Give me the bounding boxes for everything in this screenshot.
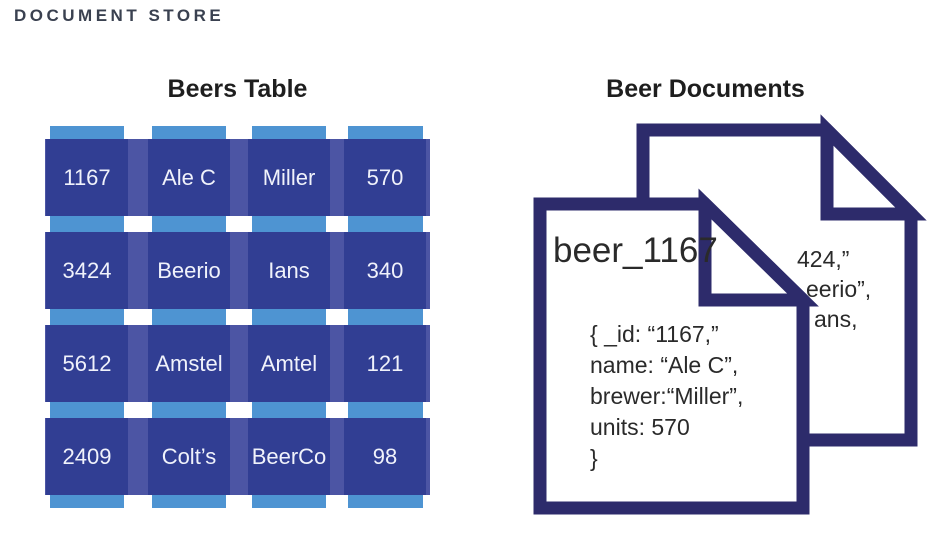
json-line: units: 570 <box>590 414 690 440</box>
table-cell: Beerio <box>148 232 230 309</box>
fragment-line: ans, <box>814 306 858 332</box>
table-cell: 2409 <box>46 418 128 495</box>
front-document-title: beer_1167 <box>553 231 718 270</box>
table-row: 1167 Ale C Miller 570 <box>45 139 430 216</box>
table-row: 5612 Amstel Amtel 121 <box>45 325 430 402</box>
table-cell: BeerCo <box>248 418 330 495</box>
table-cell: 121 <box>344 325 426 402</box>
table-cell: 340 <box>344 232 426 309</box>
beer-documents-heading: Beer Documents <box>606 75 805 103</box>
fragment-line: 424,” <box>797 246 850 272</box>
fragment-line: eerio”, <box>806 276 872 302</box>
table-cell: Amstel <box>148 325 230 402</box>
table-cell: Ians <box>248 232 330 309</box>
back-document-text-fragments: 424,” eerio”, ans, <box>797 244 871 334</box>
table-cell: Ale C <box>148 139 230 216</box>
table-cell: 570 <box>344 139 426 216</box>
beers-table: 1167 Ale C Miller 570 3424 Beerio Ians 3… <box>45 126 430 508</box>
back-document-fold-icon <box>820 114 927 221</box>
table-cell: 5612 <box>46 325 128 402</box>
table-row: 3424 Beerio Ians 340 <box>45 232 430 309</box>
table-cell: Miller <box>248 139 330 216</box>
table-cell: 1167 <box>46 139 128 216</box>
table-cell: 98 <box>344 418 426 495</box>
table-cell: 3424 <box>46 232 128 309</box>
table-cell: Colt’s <box>148 418 230 495</box>
front-document-json-body: { _id: “1167,” name: “Ale C”, brewer:“Mi… <box>590 319 743 474</box>
table-row: 2409 Colt’s BeerCo 98 <box>45 418 430 495</box>
table-cell: Amtel <box>248 325 330 402</box>
front-document-fold-icon <box>698 188 819 307</box>
json-line: } <box>590 445 598 471</box>
page-title: DOCUMENT STORE <box>14 6 225 25</box>
json-line: brewer:“Miller”, <box>590 383 744 409</box>
json-line: name: “Ale C”, <box>590 352 739 378</box>
beers-table-heading: Beers Table <box>167 75 308 103</box>
json-line: { _id: “1167,” <box>590 321 719 347</box>
